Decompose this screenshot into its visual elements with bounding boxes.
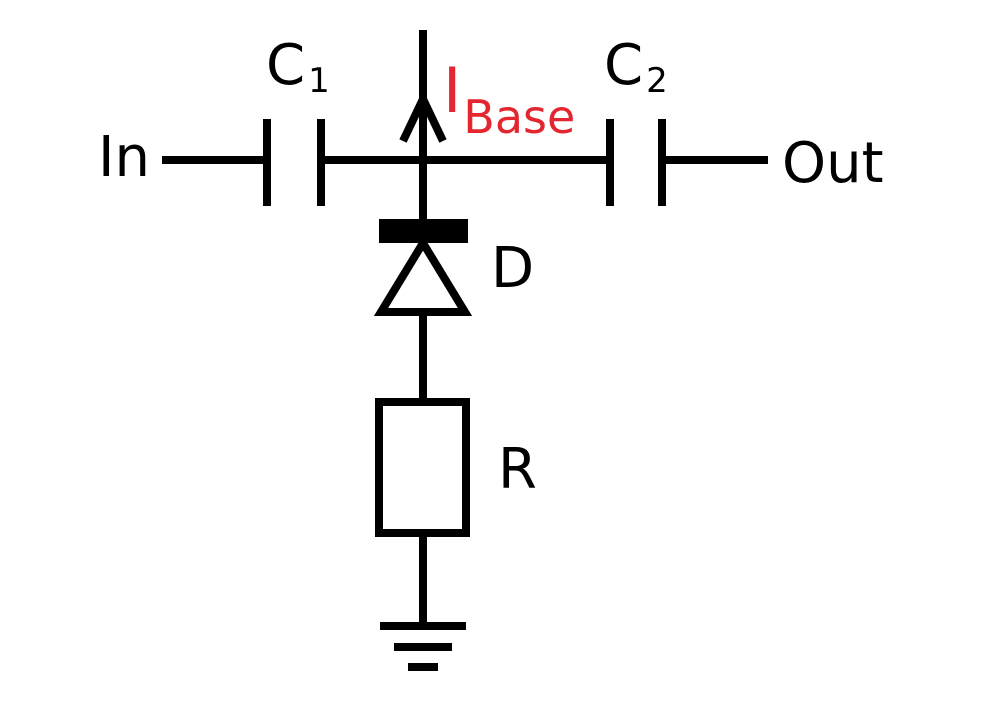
- label-input: In: [98, 125, 150, 190]
- capacitor-c1: [263, 119, 325, 206]
- label-diode: D: [491, 236, 534, 301]
- diode-triangle-icon: [373, 235, 473, 316]
- label-capacitor2: C2: [604, 33, 668, 101]
- resistor: [375, 398, 470, 537]
- label-base-current-sub: Base: [463, 90, 575, 144]
- label-capacitor1: C1: [266, 33, 330, 101]
- label-capacitor1-sub: 1: [308, 61, 330, 101]
- label-resistor: R: [498, 437, 537, 502]
- capacitor-c2: [606, 119, 666, 206]
- label-base-current: IBase: [443, 54, 575, 144]
- label-capacitor1-base: C: [266, 33, 305, 98]
- current-arrow-icon: [399, 89, 447, 143]
- ground-icon: [380, 622, 466, 671]
- label-base-current-main: I: [443, 54, 461, 127]
- label-output: Out: [782, 131, 884, 196]
- label-capacitor2-base: C: [604, 33, 643, 98]
- diode: [373, 219, 473, 316]
- label-capacitor2-sub: 2: [646, 61, 668, 101]
